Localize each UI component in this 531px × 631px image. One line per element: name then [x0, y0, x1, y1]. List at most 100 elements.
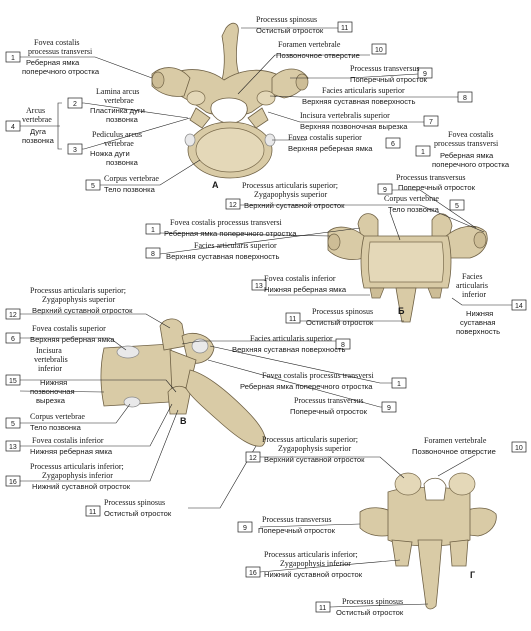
num-11-a: 11: [341, 25, 348, 32]
num-6-a: 6: [391, 141, 395, 148]
label-1-ru-b2: Реберная ямка поперечного отростка: [164, 229, 297, 238]
num-8-b: 8: [151, 251, 155, 258]
label-3-ru-l1: Ножка дуги: [90, 149, 130, 158]
vertebra-view-b-anterior: Б: [327, 213, 488, 323]
label-12-ru-b: Верхний суставной отросток: [244, 201, 345, 210]
label-11-latin-c: Processus spinosus: [104, 498, 165, 507]
fovea-costalis-left-b: [327, 233, 341, 251]
num-12-d: 12: [249, 455, 257, 462]
num-1-b2: 1: [151, 227, 155, 234]
label-15-ru-l3: вырезка: [36, 396, 66, 405]
label-2-latin-l2: vertebrae: [104, 96, 134, 105]
vertebra-view-a-superior: А: [151, 22, 309, 190]
label-9-ru-d: Поперечный отросток: [258, 526, 336, 535]
label-16-latin-l1-d: Processus articularis inferior;: [264, 550, 358, 559]
num-10-d: 10: [515, 445, 523, 452]
num-13-b: 13: [255, 283, 263, 290]
label-3-latin-l2: vertebrae: [104, 139, 134, 148]
label-9-latin-b: Processus transversus: [396, 173, 466, 182]
num-5-c: 5: [11, 421, 15, 428]
num-5-b: 5: [455, 203, 459, 210]
label-8-latin-b: Facies articularis superior: [194, 241, 277, 250]
label-15-latin-l2: vertebralis: [34, 355, 68, 364]
num-16-d: 16: [249, 570, 257, 577]
num-3-a: 3: [73, 147, 77, 154]
label-4-ru-l2: позвонка: [22, 136, 55, 145]
inferior-articular-left-d: [391, 539, 413, 567]
label-12-latin-l1-b: Processus articularis superior;: [242, 181, 338, 190]
label-1-ru-l1-b: Реберная ямка: [440, 151, 494, 160]
num-5-a: 5: [91, 183, 95, 190]
label-6-ru-a: Верхняя реберная ямка: [288, 144, 373, 153]
num-6-c: 6: [11, 336, 15, 343]
label-12-latin-l2-b: Zygapophysis superior: [254, 190, 327, 199]
num-10-a: 10: [375, 47, 383, 54]
num-1-c: 1: [397, 381, 401, 388]
inferior-articular-left-b: [369, 287, 385, 299]
view-label-d: Г: [470, 570, 475, 580]
label-11-latin-d: Processus spinosus: [342, 597, 403, 606]
vertebral-body-top-a: [195, 127, 265, 173]
label-10-ru-d: Позвоночное отверстие: [412, 447, 496, 456]
label-1-latin-l2-b: processus transversi: [434, 139, 499, 148]
label-12-latin-l2-c: Zygapophysis superior: [42, 295, 115, 304]
vertebra-view-d-posterior: Г: [359, 472, 497, 610]
fovea-costalis-inferior-c: [123, 396, 141, 408]
label-13-ru-b: Нижняя реберная ямка: [264, 285, 347, 294]
view-label-c: В: [180, 416, 187, 426]
label-12-latin-l1-c: Processus articularis superior;: [30, 286, 126, 295]
label-9-ru-c: Поперечный отросток: [290, 407, 368, 416]
label-16-latin-l1-c: Processus articularis inferior;: [30, 462, 124, 471]
label-9-ru-a: Поперечный отросток: [350, 75, 428, 84]
label-4-ru-l1: Дуга: [30, 127, 47, 136]
label-8-latin-a: Facies articularis superior: [322, 86, 405, 95]
spinous-process-a: [221, 22, 241, 81]
label-13-ru-c: Нижняя реберная ямка: [30, 447, 113, 456]
label-16-latin-l2-d: Zygapophysis inferior: [280, 559, 351, 568]
spinous-process-b: [395, 287, 417, 323]
superior-articular-process-c: [159, 318, 187, 351]
view-label-b: Б: [398, 306, 405, 316]
label-11-ru-b: Остистый отросток: [306, 318, 374, 327]
num-12-c: 12: [9, 312, 17, 319]
view-label-a: А: [212, 180, 219, 190]
label-11-ru-c: Остистый отросток: [104, 509, 172, 518]
label-10-latin-d: Foramen vertebrale: [424, 436, 487, 445]
spinous-process-c: [185, 369, 266, 447]
num-7-a: 7: [429, 119, 433, 126]
label-3-latin-l1: Pediculus arcus: [92, 130, 142, 139]
num-13-c: 13: [9, 444, 17, 451]
label-15-ru-l1: Нижняя: [40, 378, 67, 387]
label-13-latin-b: Fovea costalis inferior: [264, 274, 336, 283]
inferior-articular-right-d: [449, 539, 469, 567]
label-8-ru-a: Верхняя суставная поверхность: [302, 97, 415, 106]
superior-articular-left-a: [186, 90, 206, 106]
label-11-ru-d: Остистый отросток: [336, 608, 404, 617]
label-1-ru-c: Реберная ямка поперечного отростка: [240, 382, 373, 391]
label-12-latin-l2-d: Zygapophysis superior: [278, 444, 351, 453]
label-9-latin-a: Processus transversus: [350, 64, 420, 73]
label-2-ru-l2: позвонка: [106, 115, 139, 124]
label-16-ru-c: Нижний суставной отросток: [32, 482, 131, 491]
label-5-ru-b: Тело позвонка: [388, 205, 440, 214]
fovea-costalis-left-a: [151, 71, 165, 89]
num-1-b: 1: [421, 149, 425, 156]
label-5-latin-c: Corpus vertebrae: [30, 412, 85, 421]
label-10-ru-a: Позвоночное отверстие: [276, 51, 360, 60]
label-9-latin-c: Processus transversus: [294, 396, 364, 405]
label-4-latin-l2: vertebrae: [22, 115, 52, 124]
label-1-latin-c: Fovea costalis processus transversi: [262, 371, 375, 380]
text-labels: Processus spinosus Остистый отросток Fov…: [22, 15, 510, 617]
label-1-ru-l1-a: Реберная ямка: [26, 58, 80, 67]
superior-articular-right-a: [256, 90, 276, 106]
label-4-latin-l1: Arcus: [26, 106, 45, 115]
vertebral-foramen-a: [210, 97, 248, 125]
label-9-latin-d: Processus transversus: [262, 515, 332, 524]
label-12-ru-d: Верхний суставной отросток: [264, 455, 365, 464]
superior-articular-left-d: [394, 472, 422, 496]
fovea-costalis-superior-left-a: [184, 133, 196, 147]
num-9-a: 9: [423, 71, 427, 78]
label-13-latin-c: Fovea costalis inferior: [32, 436, 104, 445]
label-12-latin-l1-d: Processus articularis superior;: [262, 435, 358, 444]
